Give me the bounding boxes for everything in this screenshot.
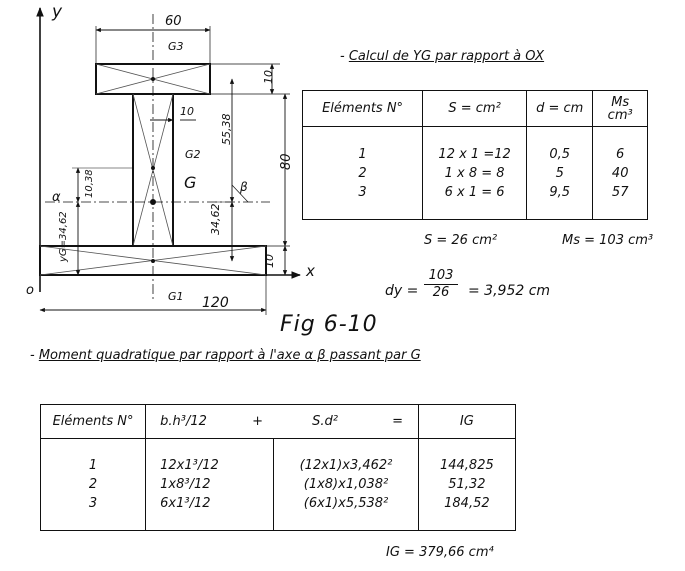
table-cell: 3 (358, 184, 367, 200)
dy-numerator: 103 (424, 268, 458, 285)
beta-label: β (240, 180, 248, 194)
col-n: 1 2 3 (301, 126, 424, 220)
dy-result: = 3,952 cm (468, 283, 551, 299)
table-cell: 144,825 (439, 458, 494, 473)
y-axis-label: y (52, 2, 63, 22)
table-cell: 184,52 (444, 496, 490, 511)
header-s: S = cm² (422, 90, 528, 127)
table-cell: 6x1³/12 (160, 496, 211, 511)
table-cell: 12 x 1 =12 (438, 146, 511, 162)
ig-total: IG = 379,66 cm⁴ (386, 545, 494, 560)
figure-title: Fig 6-10 (280, 312, 378, 337)
section2-heading: - Moment quadratique par rapport à l'axe… (30, 348, 421, 363)
header-formula: b.h³/12 + S.d² = (145, 404, 419, 439)
header-ms: Ms cm³ (592, 90, 648, 127)
header-bh3: b.h³/12 (160, 414, 207, 429)
bottom-thickness-label: 10 (263, 254, 276, 268)
g-label: G (184, 173, 197, 192)
header-elements: Eléments N° (301, 90, 424, 127)
bottom-width-label: 120 (202, 295, 229, 311)
col-ms: 6 40 57 (592, 126, 648, 220)
col-s: 12 x 1 =12 1 x 8 = 8 6 x 1 = 6 (422, 126, 528, 220)
g2-label: G2 (185, 148, 201, 161)
table-cell: 1 x 8 = 8 (444, 165, 505, 181)
table-cell: 1 (88, 458, 98, 473)
table-cell: 12x1³/12 (160, 458, 219, 473)
table-cell: (6x1)x5,538² (303, 496, 389, 511)
web-height-label: 80 (279, 153, 294, 170)
origin-label: o (26, 283, 34, 298)
web-thickness-label: 10 (180, 105, 194, 118)
table-cell: 5 (555, 165, 564, 181)
table-cell: 40 (611, 165, 629, 181)
table-cell: 57 (611, 184, 629, 200)
table-cell: (1x8)x1,038² (303, 477, 389, 492)
total-s: S = 26 cm² (424, 233, 498, 248)
header-ms-top: Ms (611, 94, 630, 110)
header-ms-bottom: cm³ (607, 107, 633, 123)
total-ms: Ms = 103 cm³ (562, 233, 654, 248)
x-axis-label: x (306, 262, 315, 280)
dy-fraction: 103 26 (424, 268, 458, 301)
dist-top-g-label: 55,38 (220, 113, 233, 146)
table-cell: (12x1)x3,462² (299, 458, 393, 473)
top-width-label: 60 (165, 14, 182, 29)
header-ig: IG (417, 404, 517, 439)
section1-heading: - Calcul de YG par rapport à OX (340, 49, 544, 64)
table-cell: 1x8³/12 (160, 477, 211, 492)
table-cell: 0,5 (549, 146, 571, 162)
table-cell: 6 x 1 = 6 (444, 184, 505, 200)
section2-heading-prefix: - (30, 348, 39, 363)
section1-heading-text: Calcul de YG par rapport à OX (348, 49, 545, 64)
dist-g-ref-label: 34,62 (209, 203, 222, 236)
header-sd2: S.d² (312, 414, 338, 429)
table-centroid: Eléments N° S = cm² d = cm Ms cm³ 1 2 3 … (301, 90, 648, 220)
table-cell: 2 (358, 165, 367, 181)
top-thickness-label: 10 (262, 70, 275, 84)
table-cell: 6 (616, 146, 625, 162)
col-sd2: (12x1)x3,462² (1x8)x1,038² (6x1)x5,538² (273, 438, 419, 531)
col-n: 1 2 3 (39, 438, 147, 531)
table-cell: 2 (88, 477, 98, 492)
table-moment: Eléments N° b.h³/12 + S.d² = IG 1 2 3 12x1³… (39, 404, 517, 531)
section2-heading-text: Moment quadratique par rapport à l'axe α… (38, 348, 421, 363)
dy-denominator: 26 (432, 285, 450, 300)
g-point (150, 199, 156, 205)
dy-label: dy = (385, 283, 419, 299)
table-cell: 51,32 (448, 477, 486, 492)
header-plus: + (252, 414, 264, 429)
yg-label: yG=34,62 (58, 211, 69, 262)
g3-label: G3 (168, 40, 184, 53)
table-cell: 9,5 (549, 184, 571, 200)
header-elements: Eléments N° (39, 404, 147, 439)
alpha-g-label: 10,38 (84, 169, 95, 198)
table-cell: 3 (88, 496, 98, 511)
col-bh3: 12x1³/12 1x8³/12 6x1³/12 (145, 438, 275, 531)
col-d: 0,5 5 9,5 (526, 126, 594, 220)
section1-heading-prefix: - (340, 49, 349, 64)
header-equals: = (392, 414, 404, 429)
alpha-label: α (52, 190, 61, 205)
col-ig: 144,825 51,32 184,52 (417, 438, 517, 531)
g1-label: G1 (168, 290, 184, 303)
header-d: d = cm (526, 90, 594, 127)
table-cell: 1 (358, 146, 367, 162)
